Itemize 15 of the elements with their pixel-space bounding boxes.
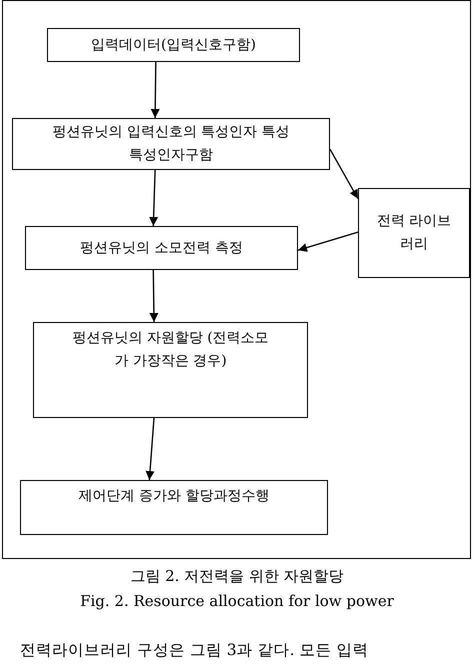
process-box: 펑션유닛의 입력신호의 특성인자 특성특성인자구함 [12,118,330,170]
process-box: 펑션유닛의 자원할당 (전력소모가 가장작은 경우) [33,322,308,418]
arrow [298,231,358,252]
process-box: 제어단계 증가와 할당과정수행 [20,480,328,535]
arrow [150,62,160,118]
library-box: 전력 라이브러리 [358,188,470,278]
figure-caption: 그림 2. 저전력을 위한 자원할당 [130,567,344,585]
figure-caption: Fig. 2. Resource allocation for low power [80,592,394,610]
arrow [149,170,158,226]
arrow [149,270,158,322]
body-text: 전력라이브러리 구성은 그림 3과 같다. 모든 입력 [20,641,368,659]
arrow [146,418,155,480]
process-box: 입력데이터(입력신호구함) [47,28,300,62]
process-box: 펑션유닛의 소모전력 측정 [25,226,298,270]
arrow [329,148,359,200]
